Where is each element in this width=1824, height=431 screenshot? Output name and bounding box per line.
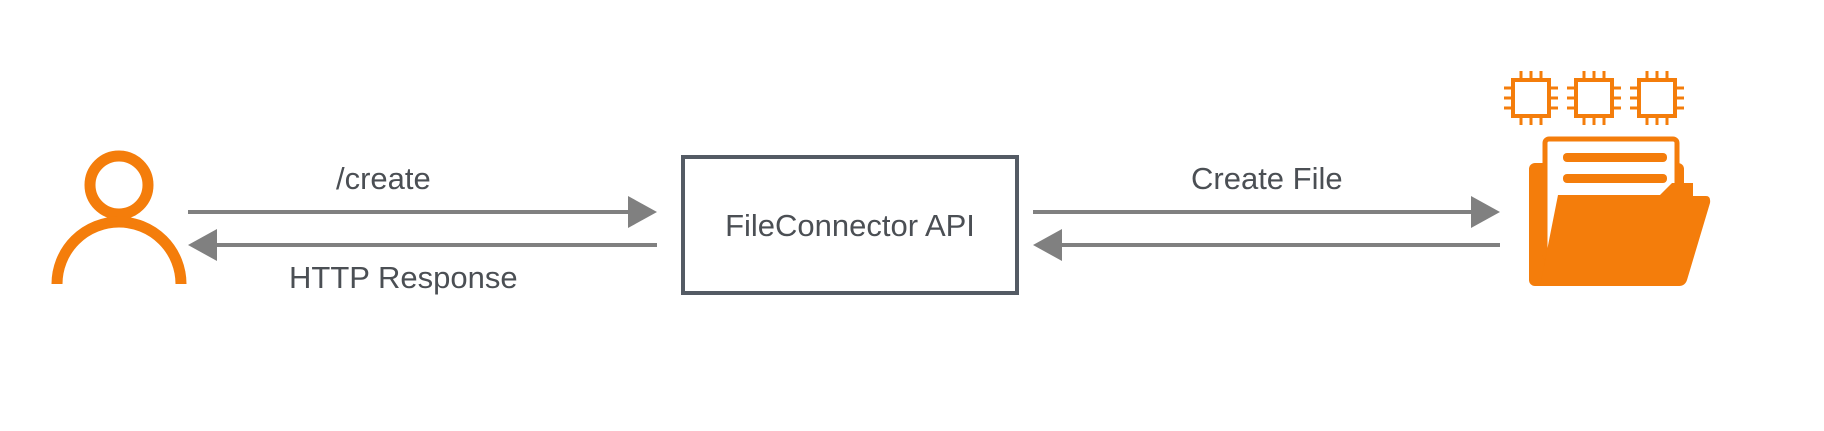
create-file-label: Create File <box>1191 161 1343 196</box>
request-arrow <box>188 196 657 228</box>
chip-icon <box>1502 69 1560 127</box>
chip-icon <box>1565 69 1623 127</box>
api-box-label: FileConnector API <box>725 208 975 243</box>
chip-icon <box>1628 69 1686 127</box>
response-arrow <box>188 229 657 261</box>
create-file-arrow <box>1033 196 1500 228</box>
folder-with-documents-icon <box>1529 136 1711 286</box>
return-arrow <box>1033 229 1500 261</box>
user-icon <box>51 150 187 285</box>
response-label: HTTP Response <box>289 260 518 295</box>
api-box <box>681 155 1019 295</box>
request-label: /create <box>336 161 431 196</box>
